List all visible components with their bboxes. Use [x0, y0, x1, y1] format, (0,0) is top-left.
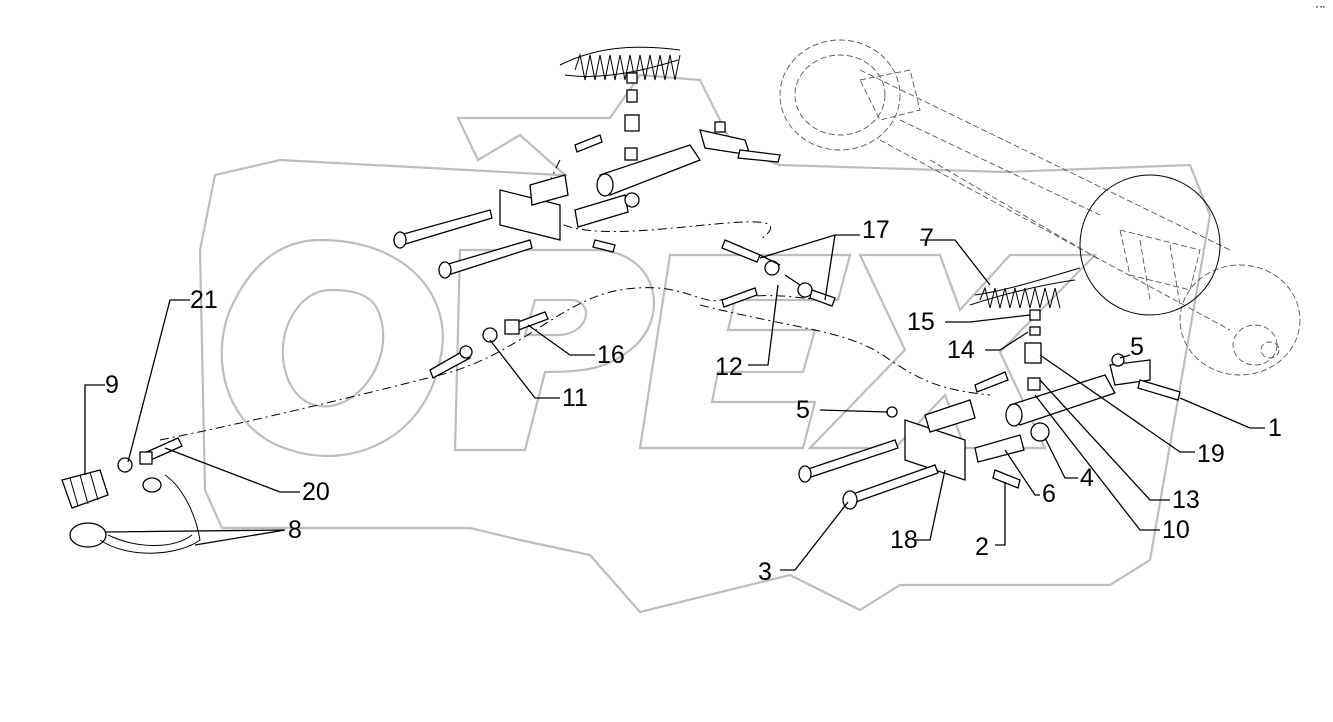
strap-8	[99, 474, 201, 554]
leader-21	[127, 299, 190, 463]
callout-8: 8	[288, 516, 302, 544]
watermark-letter-p	[453, 248, 655, 452]
clevis-17a	[721, 239, 761, 263]
upper-bolt-long	[399, 209, 493, 246]
leader-8	[104, 529, 286, 546]
lower-bolt-long	[804, 439, 899, 479]
clevis-17b	[809, 289, 836, 307]
leader-6	[1004, 449, 1040, 496]
leader-5a	[819, 409, 889, 413]
axle-assembly	[779, 39, 1301, 376]
bolt-1	[1137, 379, 1181, 401]
callout-3: 3	[758, 558, 772, 586]
callout-17: 17	[862, 216, 890, 244]
callout-7: 7	[920, 224, 934, 252]
leader-4	[1044, 437, 1078, 479]
corner-mark: ▪ ▪▪	[1315, 4, 1325, 11]
leader-13	[1039, 379, 1170, 501]
nut-4	[1030, 422, 1050, 442]
leader-14	[985, 331, 1029, 351]
bolt-2	[992, 469, 1021, 489]
leader-1	[1179, 397, 1265, 429]
callout-4: 4	[1080, 464, 1094, 492]
boot-9	[61, 469, 109, 509]
callout-20: 20	[302, 478, 330, 506]
callout-21: 21	[190, 286, 218, 314]
middle-linkage	[429, 239, 836, 379]
nut-5b	[1111, 353, 1125, 367]
callout-6: 6	[1042, 480, 1056, 508]
axle-beam	[859, 69, 1231, 331]
leader-19	[1039, 354, 1195, 453]
leader-15	[945, 314, 1031, 323]
upper-cylinder	[599, 144, 701, 196]
leader-5b	[1119, 354, 1131, 359]
leader-3	[780, 501, 849, 571]
callout-15: 15	[907, 308, 935, 336]
upper-linkage	[393, 46, 781, 279]
drum-left	[779, 39, 901, 151]
pin-6	[974, 434, 1025, 463]
cable-end	[61, 437, 201, 554]
callout-12: 12	[715, 353, 743, 381]
detail-circle	[1079, 174, 1221, 316]
leader-10	[1034, 394, 1160, 531]
drum-right	[1179, 264, 1301, 376]
leader-11	[489, 339, 560, 399]
leader-lines	[84, 234, 1265, 571]
nut-5a	[886, 406, 898, 418]
nut-11	[482, 327, 498, 343]
lower-linkage	[798, 267, 1181, 510]
lower-bolt-3	[849, 464, 939, 504]
callout-11: 11	[562, 384, 588, 412]
leader-12	[748, 284, 779, 366]
clevis-12	[721, 287, 758, 308]
callout-1: 1	[1268, 414, 1282, 442]
callout-2: 2	[975, 533, 989, 561]
watermark-letter-o	[220, 238, 444, 458]
upper-bolt-lower	[444, 239, 533, 276]
callouts: 17 7 21 9 16 11 12 15 14 5 5 1 19 4 13 1…	[105, 216, 1282, 586]
callout-9: 9	[105, 371, 119, 399]
adjuster-11	[429, 349, 471, 379]
callout-10: 10	[1162, 516, 1190, 544]
watermark-letter-x	[807, 253, 1098, 450]
callout-18: 18	[890, 526, 918, 554]
leader-17	[759, 234, 860, 301]
nut-21	[117, 457, 133, 473]
leader-18	[915, 469, 946, 541]
callout-5a: 5	[796, 396, 810, 424]
watermark-gear-outline	[198, 73, 1212, 614]
leader-20	[164, 447, 300, 493]
callout-16: 16	[597, 341, 625, 369]
leader-2	[995, 482, 1006, 546]
callout-13: 13	[1172, 486, 1200, 514]
leader-7	[920, 239, 991, 286]
callout-14: 14	[947, 336, 975, 364]
cap-8	[69, 522, 107, 548]
lower-bracket	[904, 419, 966, 481]
callout-19: 19	[1197, 440, 1225, 468]
leader-9	[84, 384, 105, 475]
callout-5b: 5	[1130, 333, 1144, 361]
upper-spring	[559, 46, 681, 77]
watermark-letter-e	[638, 253, 852, 450]
watermark-logo	[198, 73, 1212, 614]
leader-16	[527, 324, 595, 356]
lower-cylinder	[1009, 374, 1116, 426]
